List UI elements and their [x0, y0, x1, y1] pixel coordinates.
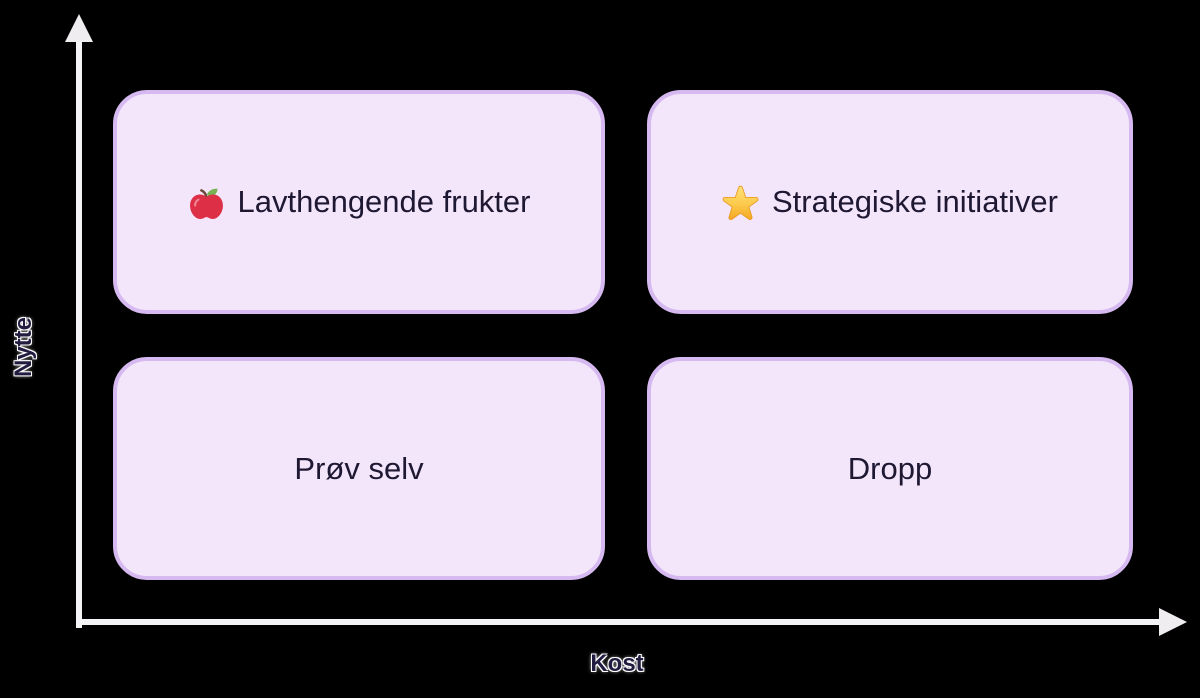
quadrant-low-hanging-fruit[interactable]: Lavthengende frukter	[113, 90, 605, 314]
y-axis-arrow-icon	[65, 14, 93, 42]
y-axis-label: Nytte	[10, 317, 37, 378]
quadrant-try-yourself[interactable]: Prøv selv	[113, 357, 605, 580]
star-icon	[722, 184, 759, 221]
y-axis-line	[76, 36, 82, 628]
x-axis-label: Kost	[590, 650, 644, 677]
quadrant-strategic-initiatives[interactable]: Strategiske initiativer	[647, 90, 1133, 314]
x-axis-arrow-icon	[1159, 608, 1187, 636]
quadrant-label: Strategiske initiativer	[771, 184, 1058, 219]
quadrant-label: Lavthengende frukter	[237, 184, 531, 219]
quadrant-label: Prøv selv	[294, 450, 424, 486]
quadrant-label: Dropp	[847, 450, 933, 486]
quadrant-drop[interactable]: Dropp	[647, 357, 1133, 580]
apple-icon	[188, 184, 225, 221]
x-axis-line	[76, 619, 1162, 625]
